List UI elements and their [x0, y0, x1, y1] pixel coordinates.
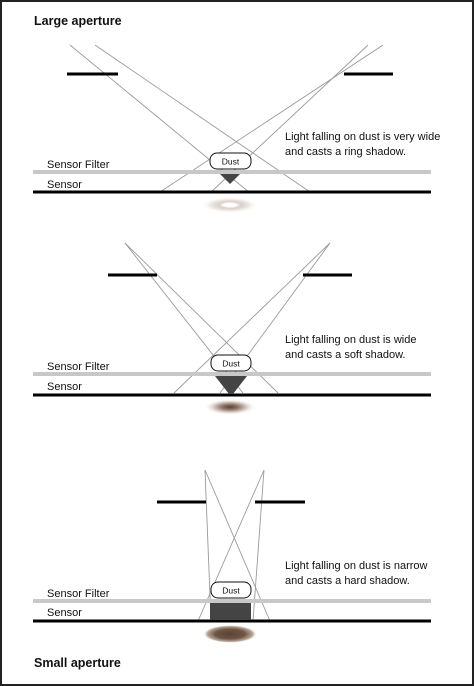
ring-shadow — [202, 197, 258, 213]
description-line-1: Light falling on dust is very wide — [285, 131, 440, 143]
light-ray — [173, 242, 331, 394]
sensor-filter-label: Sensor Filter — [47, 361, 110, 373]
panel-large-aperture: Dust Sensor Filter Sensor Light falling … — [33, 44, 440, 213]
shadow-cone — [220, 174, 240, 184]
dust-label: Dust — [222, 157, 240, 167]
panel-medium-aperture: Dust Sensor Filter Sensor Light falling … — [33, 242, 431, 415]
description-line-2: and casts a hard shadow. — [285, 575, 410, 587]
light-ray — [124, 242, 279, 394]
panel-small-aperture: Dust Sensor Filter Sensor Light falling … — [33, 469, 431, 643]
dust-label: Dust — [222, 586, 240, 596]
bottom-title: Small aperture — [34, 656, 121, 670]
light-ray — [159, 44, 384, 193]
description-line-1: Light falling on dust is narrow — [285, 560, 428, 572]
description-line-2: and casts a ring shadow. — [285, 146, 406, 158]
light-ray — [94, 44, 311, 193]
dust-particle — [210, 581, 252, 599]
sensor-filter-label: Sensor Filter — [47, 159, 110, 171]
hard-shadow — [203, 625, 257, 643]
description-line-1: Light falling on dust is wide — [285, 334, 416, 346]
light-ray — [204, 469, 212, 622]
dust-particle — [210, 354, 252, 372]
shadow-column — [210, 603, 251, 620]
sensor-label: Sensor — [47, 607, 82, 619]
sensor-filter-label: Sensor Filter — [47, 588, 110, 600]
dust-label: Dust — [222, 359, 240, 369]
light-rays — [197, 469, 271, 622]
sensor-label: Sensor — [47, 179, 82, 191]
light-rays — [124, 242, 331, 394]
dust-particle — [209, 152, 252, 170]
sensor-label: Sensor — [47, 381, 82, 393]
shadow-cone — [215, 376, 247, 394]
light-ray — [252, 469, 265, 622]
description-line-2: and casts a soft shadow. — [285, 349, 405, 361]
light-ray — [204, 469, 271, 622]
top-title: Large aperture — [34, 14, 122, 28]
soft-shadow — [204, 399, 256, 415]
light-ray — [197, 469, 265, 622]
